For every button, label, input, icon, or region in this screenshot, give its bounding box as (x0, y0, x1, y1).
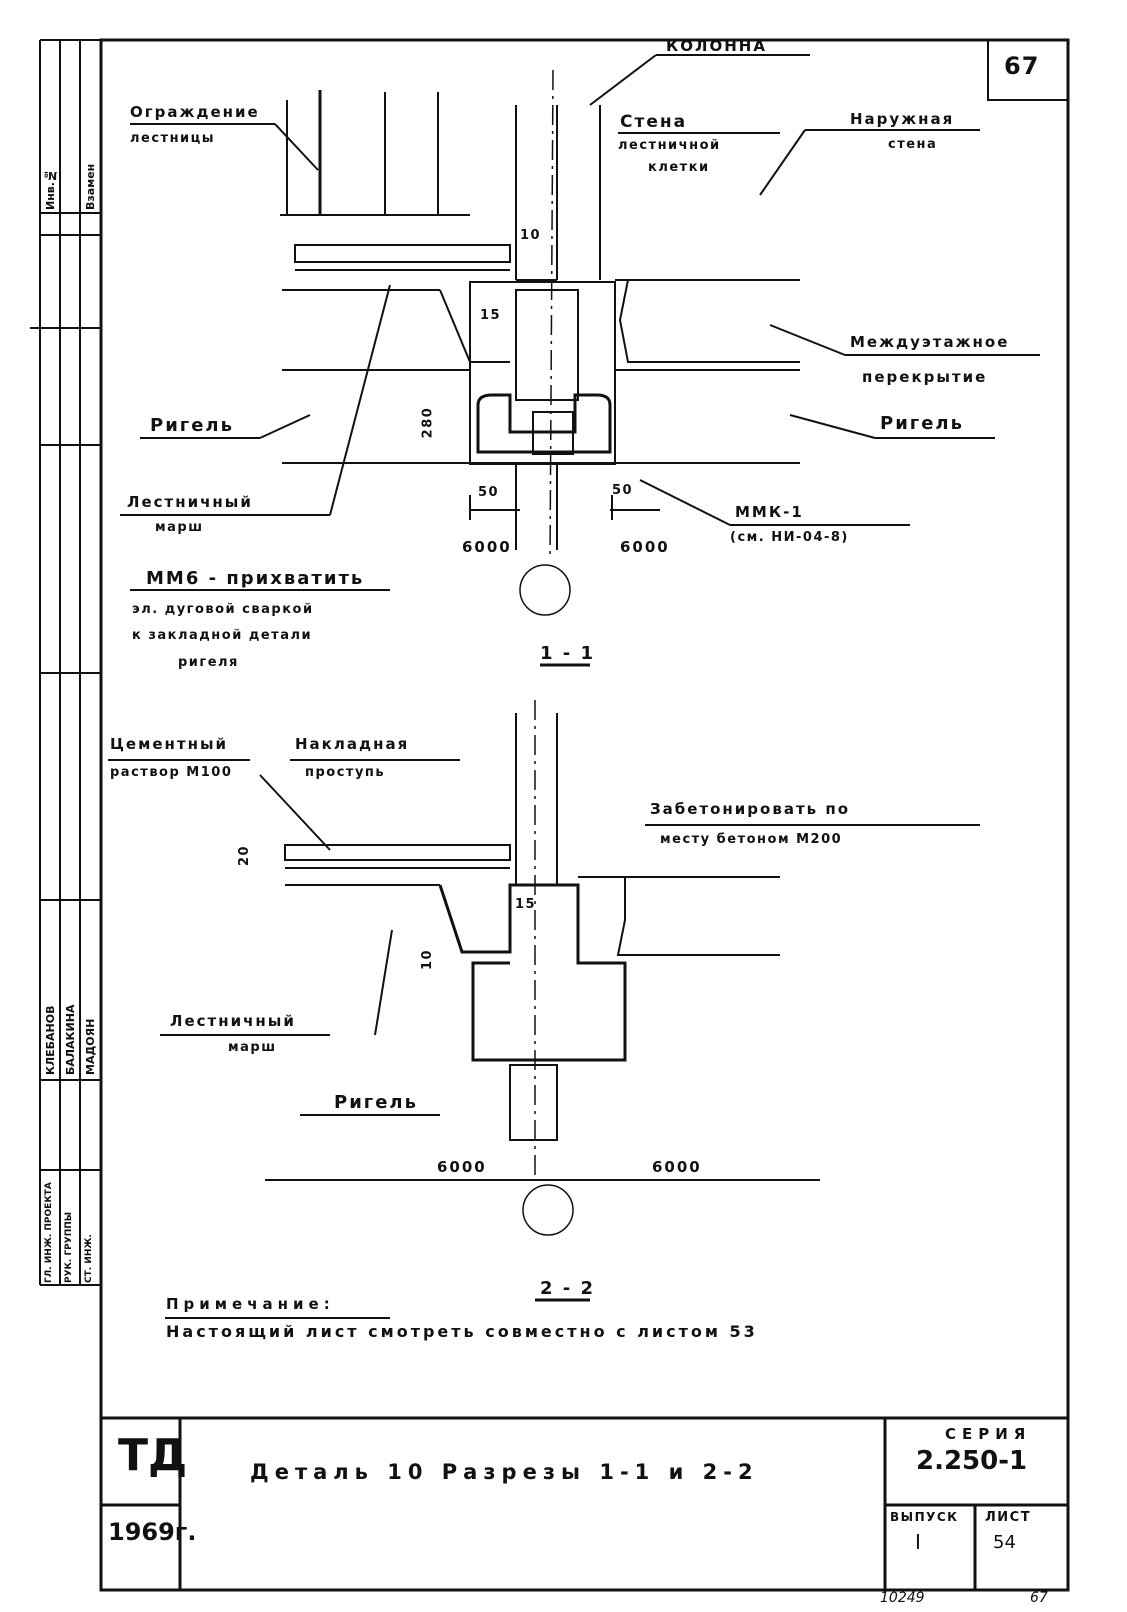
note-1-line1: ММ6 - прихватить (146, 568, 365, 589)
label-girder-s2: Ригель (334, 1092, 418, 1113)
archive-number: 10249 (880, 1590, 925, 1606)
org-mark: ТД (118, 1430, 188, 1481)
remark-heading: Примечание: (166, 1295, 335, 1313)
note-1-line3: к закладной детали (132, 628, 313, 643)
label-mmk-2: (см. НИ-04-8) (730, 530, 849, 545)
label-stair-wall-1: Стена (620, 112, 688, 132)
dim-15-s2: 15 (515, 897, 537, 912)
label-flight-s2-2: марш (228, 1040, 277, 1055)
label-mmk-1: ММК-1 (735, 503, 804, 521)
side-stamp-grid (30, 39, 101, 1286)
stamp-role-3: СТ. ИНЖ. (84, 1234, 94, 1283)
sheet-frame (99, 38, 1070, 1592)
label-stair-wall-3: клетки (648, 160, 710, 175)
label-floor-slab-2: перекрытие (862, 368, 988, 386)
section-1-geometry (120, 54, 1040, 667)
label-flight-2: марш (155, 520, 204, 535)
label-mortar-2: раствор М100 (110, 765, 233, 780)
page-number: 67 (1030, 1590, 1048, 1606)
dim-50-left: 50 (478, 485, 500, 500)
section-2-heading: 2 - 2 (540, 1278, 596, 1299)
dim-20: 20 (237, 844, 253, 867)
section-2-geometry (108, 700, 980, 1319)
label-tread-1: Накладная (295, 735, 410, 753)
label-flight-1: Лестничный (127, 493, 253, 511)
sheet-corner-number: 67 (1004, 52, 1040, 80)
sheet-label: ЛИСТ (985, 1510, 1032, 1525)
stamp-role-2: РУК. ГРУППЫ (64, 1211, 74, 1283)
note-1-line4: ригеля (178, 655, 239, 670)
label-fence-1: Ограждение (130, 103, 260, 121)
label-fence-2: лестницы (130, 131, 216, 146)
label-mortar-1: Цементный (110, 735, 229, 753)
label-girder-right: Ригель (880, 413, 964, 434)
label-column: КОЛОННА (666, 37, 767, 55)
note-1-line2: эл. дуговой сваркой (132, 602, 314, 617)
series-label: СЕРИЯ (945, 1425, 1032, 1443)
label-outer-wall-1: Наружная (850, 110, 955, 128)
label-concrete-2: месту бетоном М200 (660, 832, 843, 847)
span-right-s2: 6000 (652, 1158, 702, 1176)
label-outer-wall-2: стена (888, 137, 938, 152)
remark-text: Настоящий лист смотреть совместно с лист… (166, 1322, 758, 1341)
stamp-name-2: БАЛАКИНА (64, 1004, 77, 1075)
dim-15-s1: 15 (480, 308, 502, 323)
label-stair-wall-2: лестничной (618, 138, 721, 153)
sheet-title: Деталь 10 Разрезы 1-1 и 2-2 (250, 1460, 759, 1484)
label-concrete-1: Забетонировать по (650, 800, 851, 818)
span-right-s1: 6000 (620, 538, 670, 556)
dim-10-s1: 10 (520, 228, 542, 243)
label-floor-slab-1: Междуэтажное (850, 333, 1010, 351)
issue-value: I (915, 1530, 921, 1554)
stamp-name-1: КЛЕБАНОВ (44, 1005, 57, 1075)
stamp-inv-label: Инв.№ (44, 169, 57, 210)
title-block-grid (101, 1416, 1068, 1590)
section-1-heading: 1 - 1 (540, 643, 596, 664)
dim-50-right: 50 (612, 483, 634, 498)
series-value: 2.250-1 (916, 1446, 1028, 1476)
stamp-role-1: ГЛ. ИНЖ. ПРОЕКТА (44, 1182, 54, 1283)
dim-10-s2: 10 (420, 948, 436, 971)
span-left-s2: 6000 (437, 1158, 487, 1176)
label-tread-2: проступь (305, 765, 386, 780)
dim-280: 280 (420, 406, 436, 439)
year: 1969г. (108, 1518, 197, 1546)
label-girder-left: Ригель (150, 415, 234, 436)
sheet-value: 54 (993, 1532, 1016, 1553)
span-left-s1: 6000 (462, 538, 512, 556)
stamp-name-3: МАДОЯН (84, 1018, 97, 1075)
label-flight-s2-1: Лестничный (170, 1012, 296, 1030)
issue-label: ВЫПУСК (890, 1510, 959, 1524)
stamp-replace-label: Взамен (84, 163, 97, 210)
